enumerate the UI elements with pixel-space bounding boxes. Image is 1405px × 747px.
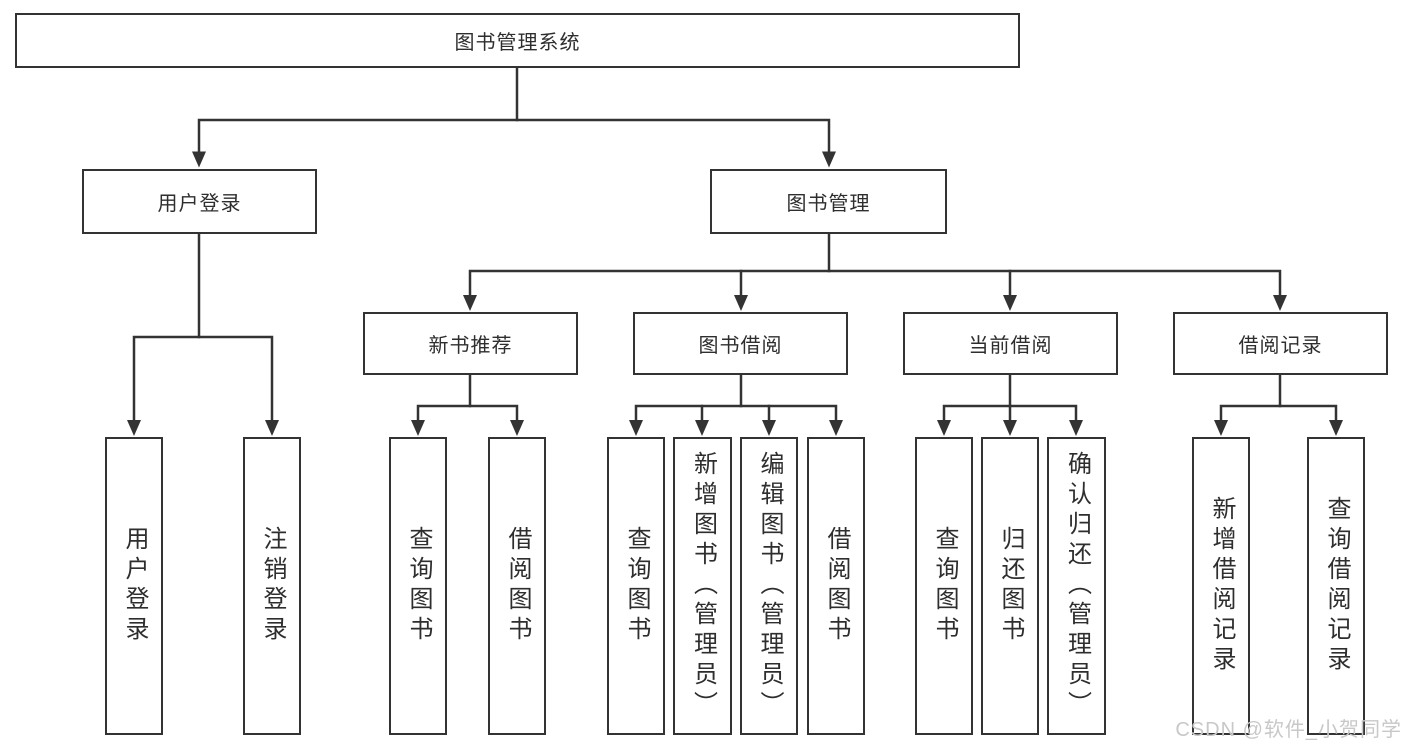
node-book-borrow: 图书借阅 — [633, 312, 848, 375]
arrow-down-icon — [1214, 420, 1228, 436]
branch-lines — [132, 66, 1338, 423]
new-book-rail-line — [416, 404, 519, 423]
level2-rail-line — [197, 118, 831, 154]
level3-rail-line — [468, 269, 1282, 298]
node-new-book-recommend: 新书推荐 — [363, 312, 578, 375]
arrow-down-icon — [1329, 420, 1343, 436]
arrow-down-icon — [127, 420, 141, 436]
node-new-book-recommend-label: 新书推荐 — [428, 335, 513, 357]
leaf-logout-login: 注销登录 — [243, 437, 301, 735]
book-borrow-rail-line — [634, 404, 838, 423]
arrow-down-icon — [411, 420, 425, 436]
leaf-confirm-return-admin: 确认归还（管理员） — [1047, 437, 1106, 735]
arrow-down-icon — [1003, 420, 1017, 436]
arrow-down-icon — [629, 420, 643, 436]
arrow-down-icon — [1069, 420, 1083, 436]
arrow-down-icon — [822, 151, 836, 168]
leaf-return-books: 归还图书 — [981, 437, 1039, 735]
leaf-add-borrow-record-label: 新增借阅记录 — [1208, 496, 1235, 676]
arrow-down-icon — [762, 420, 776, 436]
leaf-borrow-books-recommend: 借阅图书 — [488, 437, 546, 735]
arrow-down-icon — [265, 420, 279, 436]
node-borrow-records-label: 借阅记录 — [1238, 335, 1323, 357]
leaf-confirm-return-admin-label: 确认归还（管理员） — [1063, 451, 1091, 721]
leaf-user-login: 用户登录 — [105, 437, 163, 735]
node-book-management: 图书管理 — [710, 169, 947, 234]
leaf-add-books-admin-label: 新增图书（管理员） — [689, 451, 717, 721]
watermark: CSDN @软件_小贺同学 — [1175, 719, 1402, 741]
leaf-query-books-borrow-label: 查询图书 — [623, 526, 650, 646]
leaf-query-books-recommend: 查询图书 — [389, 437, 447, 735]
arrow-down-icon — [510, 420, 524, 436]
leaf-borrow-books-2: 借阅图书 — [807, 437, 865, 735]
borrow-records-rail-line — [1219, 404, 1338, 423]
node-user-login-label: 用户登录 — [157, 193, 242, 215]
arrow-down-icon — [937, 420, 951, 436]
leaf-borrow-books-2-label: 借阅图书 — [823, 526, 850, 646]
leaf-edit-books-admin: 编辑图书（管理员） — [740, 437, 798, 735]
leaf-user-login-label: 用户登录 — [121, 526, 148, 646]
leaf-query-borrow-record: 查询借阅记录 — [1307, 437, 1365, 735]
leaf-borrow-books-recommend-label: 借阅图书 — [504, 526, 531, 646]
arrow-down-icon — [829, 420, 843, 436]
arrow-down-icon — [1003, 295, 1017, 311]
leaf-query-books-current: 查询图书 — [915, 437, 973, 735]
arrowheads — [127, 151, 1343, 436]
arrow-down-icon — [463, 295, 477, 311]
node-library-system: 图书管理系统 — [15, 13, 1020, 68]
leaf-query-books-borrow: 查询图书 — [607, 437, 665, 735]
user-login-rail-line — [132, 335, 274, 423]
node-borrow-records: 借阅记录 — [1173, 312, 1388, 375]
node-library-system-label: 图书管理系统 — [454, 32, 581, 54]
arrow-down-icon — [1273, 295, 1287, 311]
node-current-borrow-label: 当前借阅 — [968, 335, 1053, 357]
node-book-borrow-label: 图书借阅 — [698, 335, 783, 357]
leaf-add-borrow-record: 新增借阅记录 — [1192, 437, 1250, 735]
leaf-query-books-recommend-label: 查询图书 — [405, 526, 432, 646]
arrow-down-icon — [695, 420, 709, 436]
node-user-login: 用户登录 — [82, 169, 317, 234]
leaf-add-books-admin: 新增图书（管理员） — [673, 437, 732, 735]
leaf-query-books-current-label: 查询图书 — [931, 526, 958, 646]
leaf-return-books-label: 归还图书 — [997, 526, 1024, 646]
leaf-query-borrow-record-label: 查询借阅记录 — [1323, 496, 1350, 676]
node-current-borrow: 当前借阅 — [903, 312, 1118, 375]
leaf-logout-login-label: 注销登录 — [259, 526, 286, 646]
node-book-management-label: 图书管理 — [786, 193, 871, 215]
leaf-edit-books-admin-label: 编辑图书（管理员） — [756, 451, 783, 721]
arrow-down-icon — [734, 295, 748, 311]
arrow-down-icon — [192, 151, 206, 168]
